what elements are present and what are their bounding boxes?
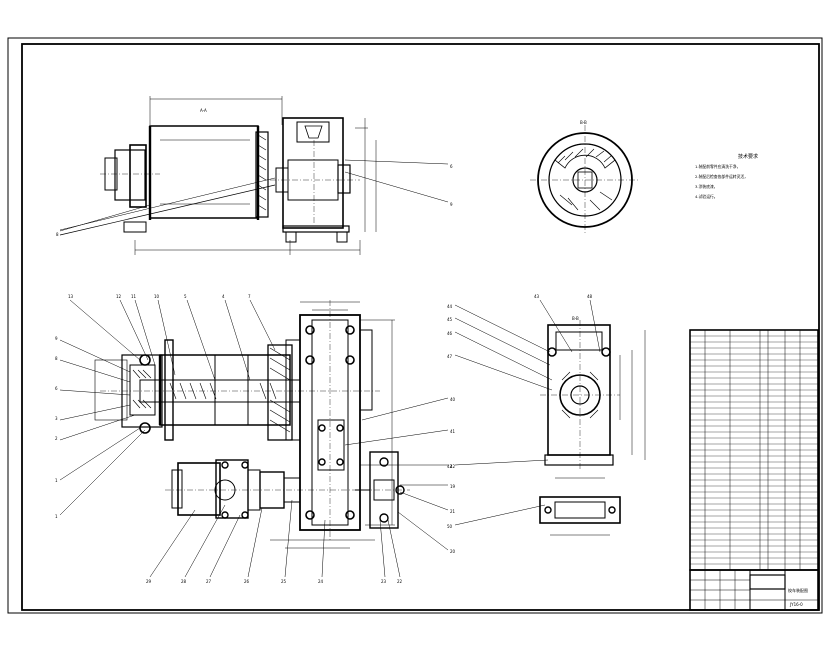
balloon-50: 50 <box>447 524 453 529</box>
balloon-6: 6 <box>55 386 58 391</box>
balloon-side-42: 42 <box>447 464 453 469</box>
top-elevation-view: A-A <box>56 96 453 255</box>
main-plan-view: 13 12 11 10 5 4 7 9 8 6 3 2 1 1 <box>55 294 456 584</box>
tech-req-line-2: 2.装配后检查各部件运转灵活， <box>695 174 748 179</box>
balloon-29: 29 <box>146 579 152 584</box>
title-block: 绞车装配图 JY16-0 <box>689 569 819 611</box>
balloon-19: 19 <box>450 484 456 489</box>
balloon-46: 46 <box>447 331 453 336</box>
view-label-b-b: B-B <box>580 120 587 125</box>
balloon-23: 23 <box>381 579 387 584</box>
view-label-a-a: A-A <box>200 108 207 113</box>
balloon-4: 4 <box>222 294 225 299</box>
side-view-label: B-B <box>572 316 579 321</box>
main-right-leaders: 40 41 42 <box>344 397 456 469</box>
balloon-13: 13 <box>68 294 74 299</box>
technical-requirements: 技术要求 1.装配前零件应清洗干净， 2.装配后检查各部件运转灵活， 3.涂装底… <box>695 153 758 199</box>
main-left-leaders: 13 12 11 10 5 4 7 9 8 6 3 2 1 1 <box>55 294 276 519</box>
round-section-view: B-B <box>530 120 640 235</box>
balloon-10: 10 <box>154 294 160 299</box>
balloon-43: 43 <box>534 294 540 299</box>
balloon-3: 3 <box>55 416 58 421</box>
tech-req-line-4: 4.试验运行。 <box>695 194 718 199</box>
balloon-25: 25 <box>281 579 287 584</box>
balloon-top-6: 6 <box>450 164 453 169</box>
tech-req-line-3: 3.涂装底漆， <box>695 184 718 189</box>
outer-border <box>7 37 823 614</box>
balloon-28: 28 <box>181 579 187 584</box>
balloon-22: 22 <box>397 579 403 584</box>
balloon-9: 9 <box>55 336 58 341</box>
balloon-40: 40 <box>450 397 456 402</box>
balloon-42: 42 <box>450 464 456 469</box>
balloon-26: 26 <box>244 579 250 584</box>
inner-border <box>21 43 820 611</box>
drawing-code: JY16-0 <box>789 602 803 607</box>
balloon-12: 12 <box>116 294 122 299</box>
balloon-1: 1 <box>55 478 58 483</box>
balloon-2: 2 <box>55 436 58 441</box>
balloon-11: 11 <box>131 294 137 299</box>
balloon-41: 41 <box>450 429 456 434</box>
balloon-21: 21 <box>450 509 456 514</box>
balloon-44: 44 <box>447 304 453 309</box>
balloon-20: 20 <box>450 549 456 554</box>
balloon-8: 8 <box>55 356 58 361</box>
main-bottom-leaders: 29 28 27 26 25 24 23 22 20 21 19 <box>146 484 456 584</box>
balloon-48: 48 <box>587 294 593 299</box>
tech-req-title: 技术要求 <box>738 153 758 160</box>
balloon-5: 5 <box>184 294 187 299</box>
balloon-24: 24 <box>318 579 324 584</box>
tech-req-line-1: 1.装配前零件应清洗干净， <box>695 164 740 169</box>
balloon-27: 27 <box>206 579 212 584</box>
balloon-45: 45 <box>447 317 453 322</box>
balloon-47: 47 <box>447 354 453 359</box>
side-view: B-B 44 45 46 47 43 48 <box>447 294 646 536</box>
balloon-top-8: 8 <box>56 232 59 237</box>
balloon-7: 7 <box>248 294 251 299</box>
balloon-top-9: 9 <box>450 202 453 207</box>
drawing-name: 绞车装配图 <box>788 587 808 593</box>
parts-list-table <box>689 329 819 571</box>
balloon-bottom-1: 1 <box>55 514 58 519</box>
